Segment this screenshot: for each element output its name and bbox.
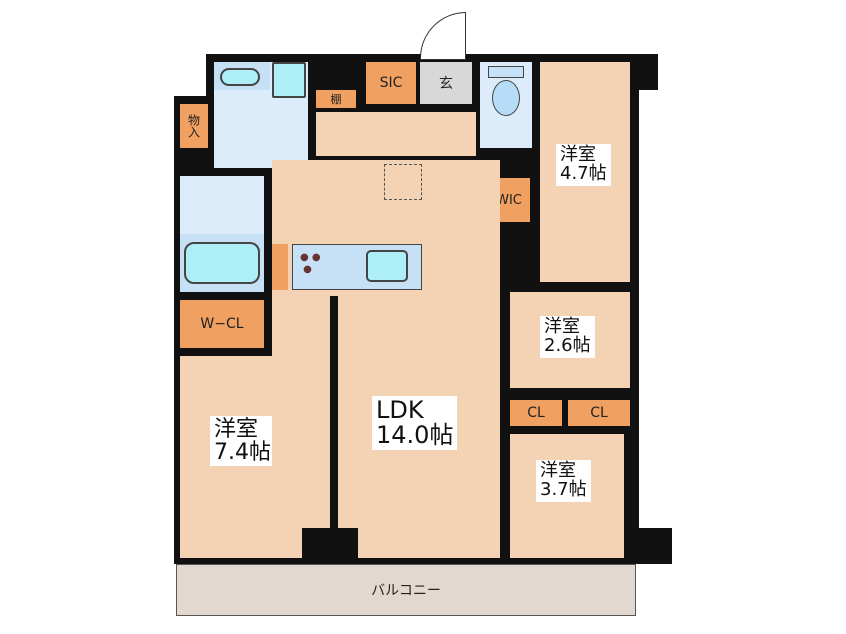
western-room-4-7-label: 洋室 4.7帖: [556, 144, 611, 186]
entrance[interactable]: 玄: [420, 62, 472, 104]
balcony[interactable]: バルコニー: [176, 564, 636, 616]
hallway[interactable]: [316, 112, 476, 156]
pillar-bottom-mid: [302, 528, 358, 564]
shelf[interactable]: 棚: [316, 90, 356, 108]
ldk-label: LDK 14.0帖: [372, 396, 458, 451]
western-room-2-6-label: 洋室 2.6帖: [540, 316, 595, 358]
cl-closet-2[interactable]: CL: [568, 400, 630, 426]
wall-corner-br: [622, 528, 672, 564]
kitchen-sink: [366, 250, 408, 282]
storeroom[interactable]: 物入: [180, 104, 208, 148]
ldk-divider-wall: [330, 296, 338, 558]
ceiling-hatch: [384, 164, 422, 200]
washbasin-bowl: [220, 68, 260, 86]
cl-closet-1[interactable]: CL: [510, 400, 562, 426]
entrance-door[interactable]: [420, 12, 466, 60]
bath-area: [180, 176, 264, 236]
western-room-7-4-label: 洋室 7.4帖: [210, 416, 275, 467]
washing-machine: [272, 62, 306, 98]
fridge-space: [272, 244, 288, 290]
western-room-3-7-label: 洋室 3.7帖: [536, 460, 591, 502]
stove: ● ● ●: [300, 252, 321, 275]
toilet-bowl: [492, 80, 520, 116]
bathtub: [184, 242, 260, 284]
w-cl-closet[interactable]: W−CL: [180, 300, 264, 348]
ldk-lower-left-cut: [272, 296, 332, 558]
sic-closet[interactable]: SIC: [366, 62, 416, 104]
toilet-tank: [488, 66, 524, 78]
